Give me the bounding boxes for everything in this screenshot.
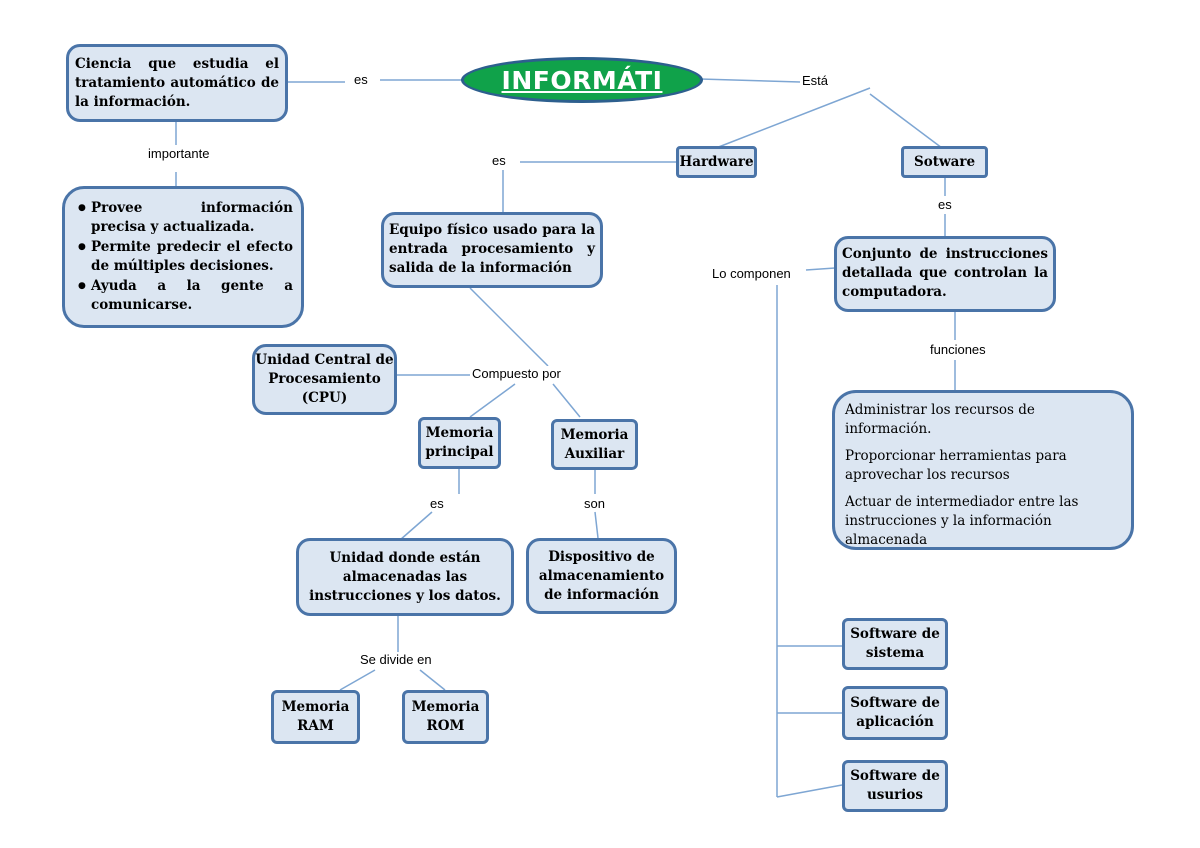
importance-item: Permite predecir el efecto de múltiples … <box>78 238 293 276</box>
software-definition-text: Conjunto de instrucciones detallada que … <box>842 246 1048 300</box>
hardware-definition-box: Equipo físico usado para la entrada proc… <box>381 212 603 288</box>
definition-text: Ciencia que estudia el tratamiento autom… <box>75 56 279 110</box>
software-type-text: Software de sistema <box>850 626 940 661</box>
link-label-se-divide-en: Se divide en <box>358 652 434 667</box>
title-oval: INFORMÁTI <box>461 57 703 103</box>
line-trunk-usuarios <box>776 784 843 798</box>
line-esta-software <box>869 93 943 149</box>
line-equipo-compuesto <box>469 287 549 367</box>
line-compuesto-principal <box>469 383 516 418</box>
title-text: INFORMÁTI <box>501 65 663 95</box>
importance-item: Provee información precisa y actualizada… <box>78 199 293 237</box>
software-functions-box: Administrar los recursos de información.… <box>832 390 1134 550</box>
line-divide-rom <box>419 669 446 691</box>
software-type-text: Software de usurios <box>850 768 940 803</box>
importance-item: Ayuda a la gente a comunicarse. <box>78 277 293 315</box>
link-label-lo-componen: Lo componen <box>710 266 793 281</box>
link-label-es-main: es <box>352 72 370 87</box>
hardware-label: Hardware <box>679 153 754 170</box>
main-memory-definition-text: Unidad donde están almacenadas las instr… <box>309 549 501 604</box>
line-esta-hardware <box>715 87 871 149</box>
link-label-esta: Está <box>800 73 831 88</box>
software-type-box: Software de usurios <box>842 760 948 812</box>
link-label-es-hardware: es <box>490 153 508 168</box>
software-type-box: Software de aplicación <box>842 686 948 740</box>
line-softdef-locomponen <box>805 267 836 271</box>
line-title-esta <box>699 78 801 83</box>
software-box: Sotware <box>901 146 988 178</box>
main-memory-text: Memoria principal <box>425 425 494 460</box>
software-definition-box: Conjunto de instrucciones detallada que … <box>834 236 1056 312</box>
line-definition-title <box>288 79 462 83</box>
main-memory-definition-box: Unidad donde están almacenadas las instr… <box>296 538 514 616</box>
aux-memory-box: Memoria Auxiliar <box>551 419 638 470</box>
link-label-importante: importante <box>146 146 212 161</box>
importance-list: Provee información precisa y actualizada… <box>77 199 293 315</box>
link-label-compuesto-por: Compuesto por <box>470 366 563 381</box>
software-type-text: Software de aplicación <box>850 695 940 730</box>
line-auxiliar-son <box>594 470 599 539</box>
line-divide-ram <box>339 669 376 691</box>
ram-text: Memoria RAM <box>281 699 350 734</box>
hardware-box: Hardware <box>676 146 757 178</box>
definition-box: Ciencia que estudia el tratamiento autom… <box>66 44 288 122</box>
aux-memory-text: Memoria Auxiliar <box>560 426 629 462</box>
aux-memory-definition-box: Dispositivo de almacenamiento de informa… <box>526 538 677 614</box>
line-compuesto-auxiliar <box>552 383 581 418</box>
cpu-box: Unidad Central de Procesamiento (CPU) <box>252 344 397 415</box>
aux-memory-definition-text: Dispositivo de almacenamiento de informa… <box>538 548 665 603</box>
software-label: Sotware <box>913 153 976 170</box>
function-item: Proporcionar herramientas para aprovecha… <box>845 448 1067 483</box>
function-item: Actuar de intermediador entre las instru… <box>845 494 1079 548</box>
link-label-es-software: es <box>936 197 954 212</box>
link-label-es-memoria: es <box>428 496 446 511</box>
cpu-text: Unidad Central de Procesamiento (CPU) <box>255 352 394 406</box>
link-label-son: son <box>582 496 607 511</box>
ram-box: Memoria RAM <box>271 690 360 744</box>
rom-text: Memoria ROM <box>411 699 480 734</box>
hardware-definition-text: Equipo físico usado para la entrada proc… <box>389 222 595 276</box>
main-memory-box: Memoria principal <box>418 417 501 469</box>
link-label-funciones: funciones <box>928 342 988 357</box>
rom-box: Memoria ROM <box>402 690 489 744</box>
line-es-unidad <box>399 511 433 541</box>
importance-box: Provee información precisa y actualizada… <box>62 186 304 328</box>
software-type-box: Software de sistema <box>842 618 948 670</box>
function-item: Administrar los recursos de información. <box>845 402 1035 437</box>
